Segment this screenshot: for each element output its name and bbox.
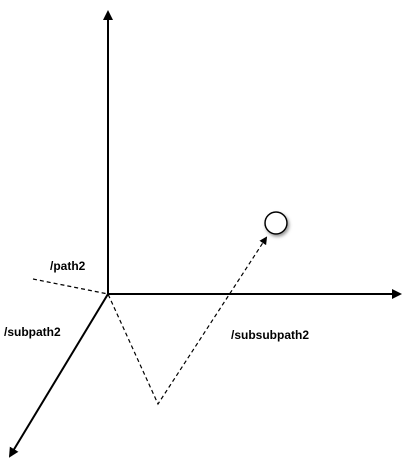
subpath-label: /subpath2 [4, 325, 61, 339]
depth-axis [8, 293, 109, 458]
dashed-path-line [32, 236, 268, 406]
subsubpath-label: /subsubpath2 [231, 328, 309, 342]
path-label: /path2 [50, 259, 86, 273]
end-point-circle [264, 211, 288, 235]
